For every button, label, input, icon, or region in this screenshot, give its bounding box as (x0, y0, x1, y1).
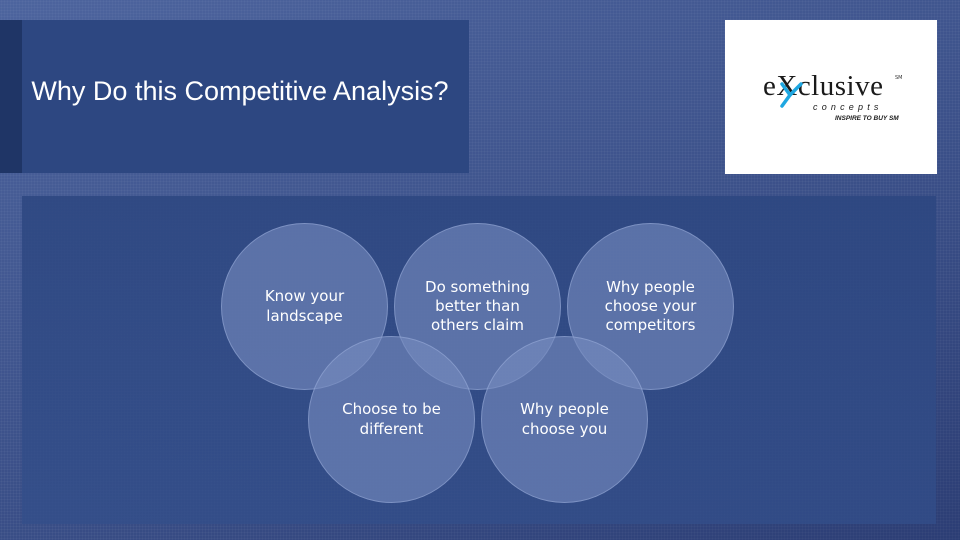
circle-why-people-choose-you: Why people choose you (481, 336, 648, 503)
circle-label: Do something better than others claim (425, 277, 530, 335)
circle-label: Choose to be different (342, 400, 441, 438)
logo-x-mark-icon (780, 82, 803, 108)
circle-label: Why people choose you (520, 400, 609, 438)
circle-label: Why people choose your competitors (604, 277, 697, 335)
slide-title: Why Do this Competitive Analysis? (31, 75, 449, 106)
circle-choose-to-be-different: Choose to be different (308, 336, 475, 503)
logo-subtitle: concepts (813, 102, 883, 112)
company-logo: eXclusive SM concepts INSPIRE TO BUY SM (725, 20, 937, 174)
title-accent-bar (0, 20, 22, 173)
title-band: Why Do this Competitive Analysis? (0, 20, 469, 173)
circle-label: Know your landscape (264, 287, 345, 325)
logo-service-mark: SM (895, 75, 903, 81)
logo-tagline: INSPIRE TO BUY SM (835, 115, 899, 122)
